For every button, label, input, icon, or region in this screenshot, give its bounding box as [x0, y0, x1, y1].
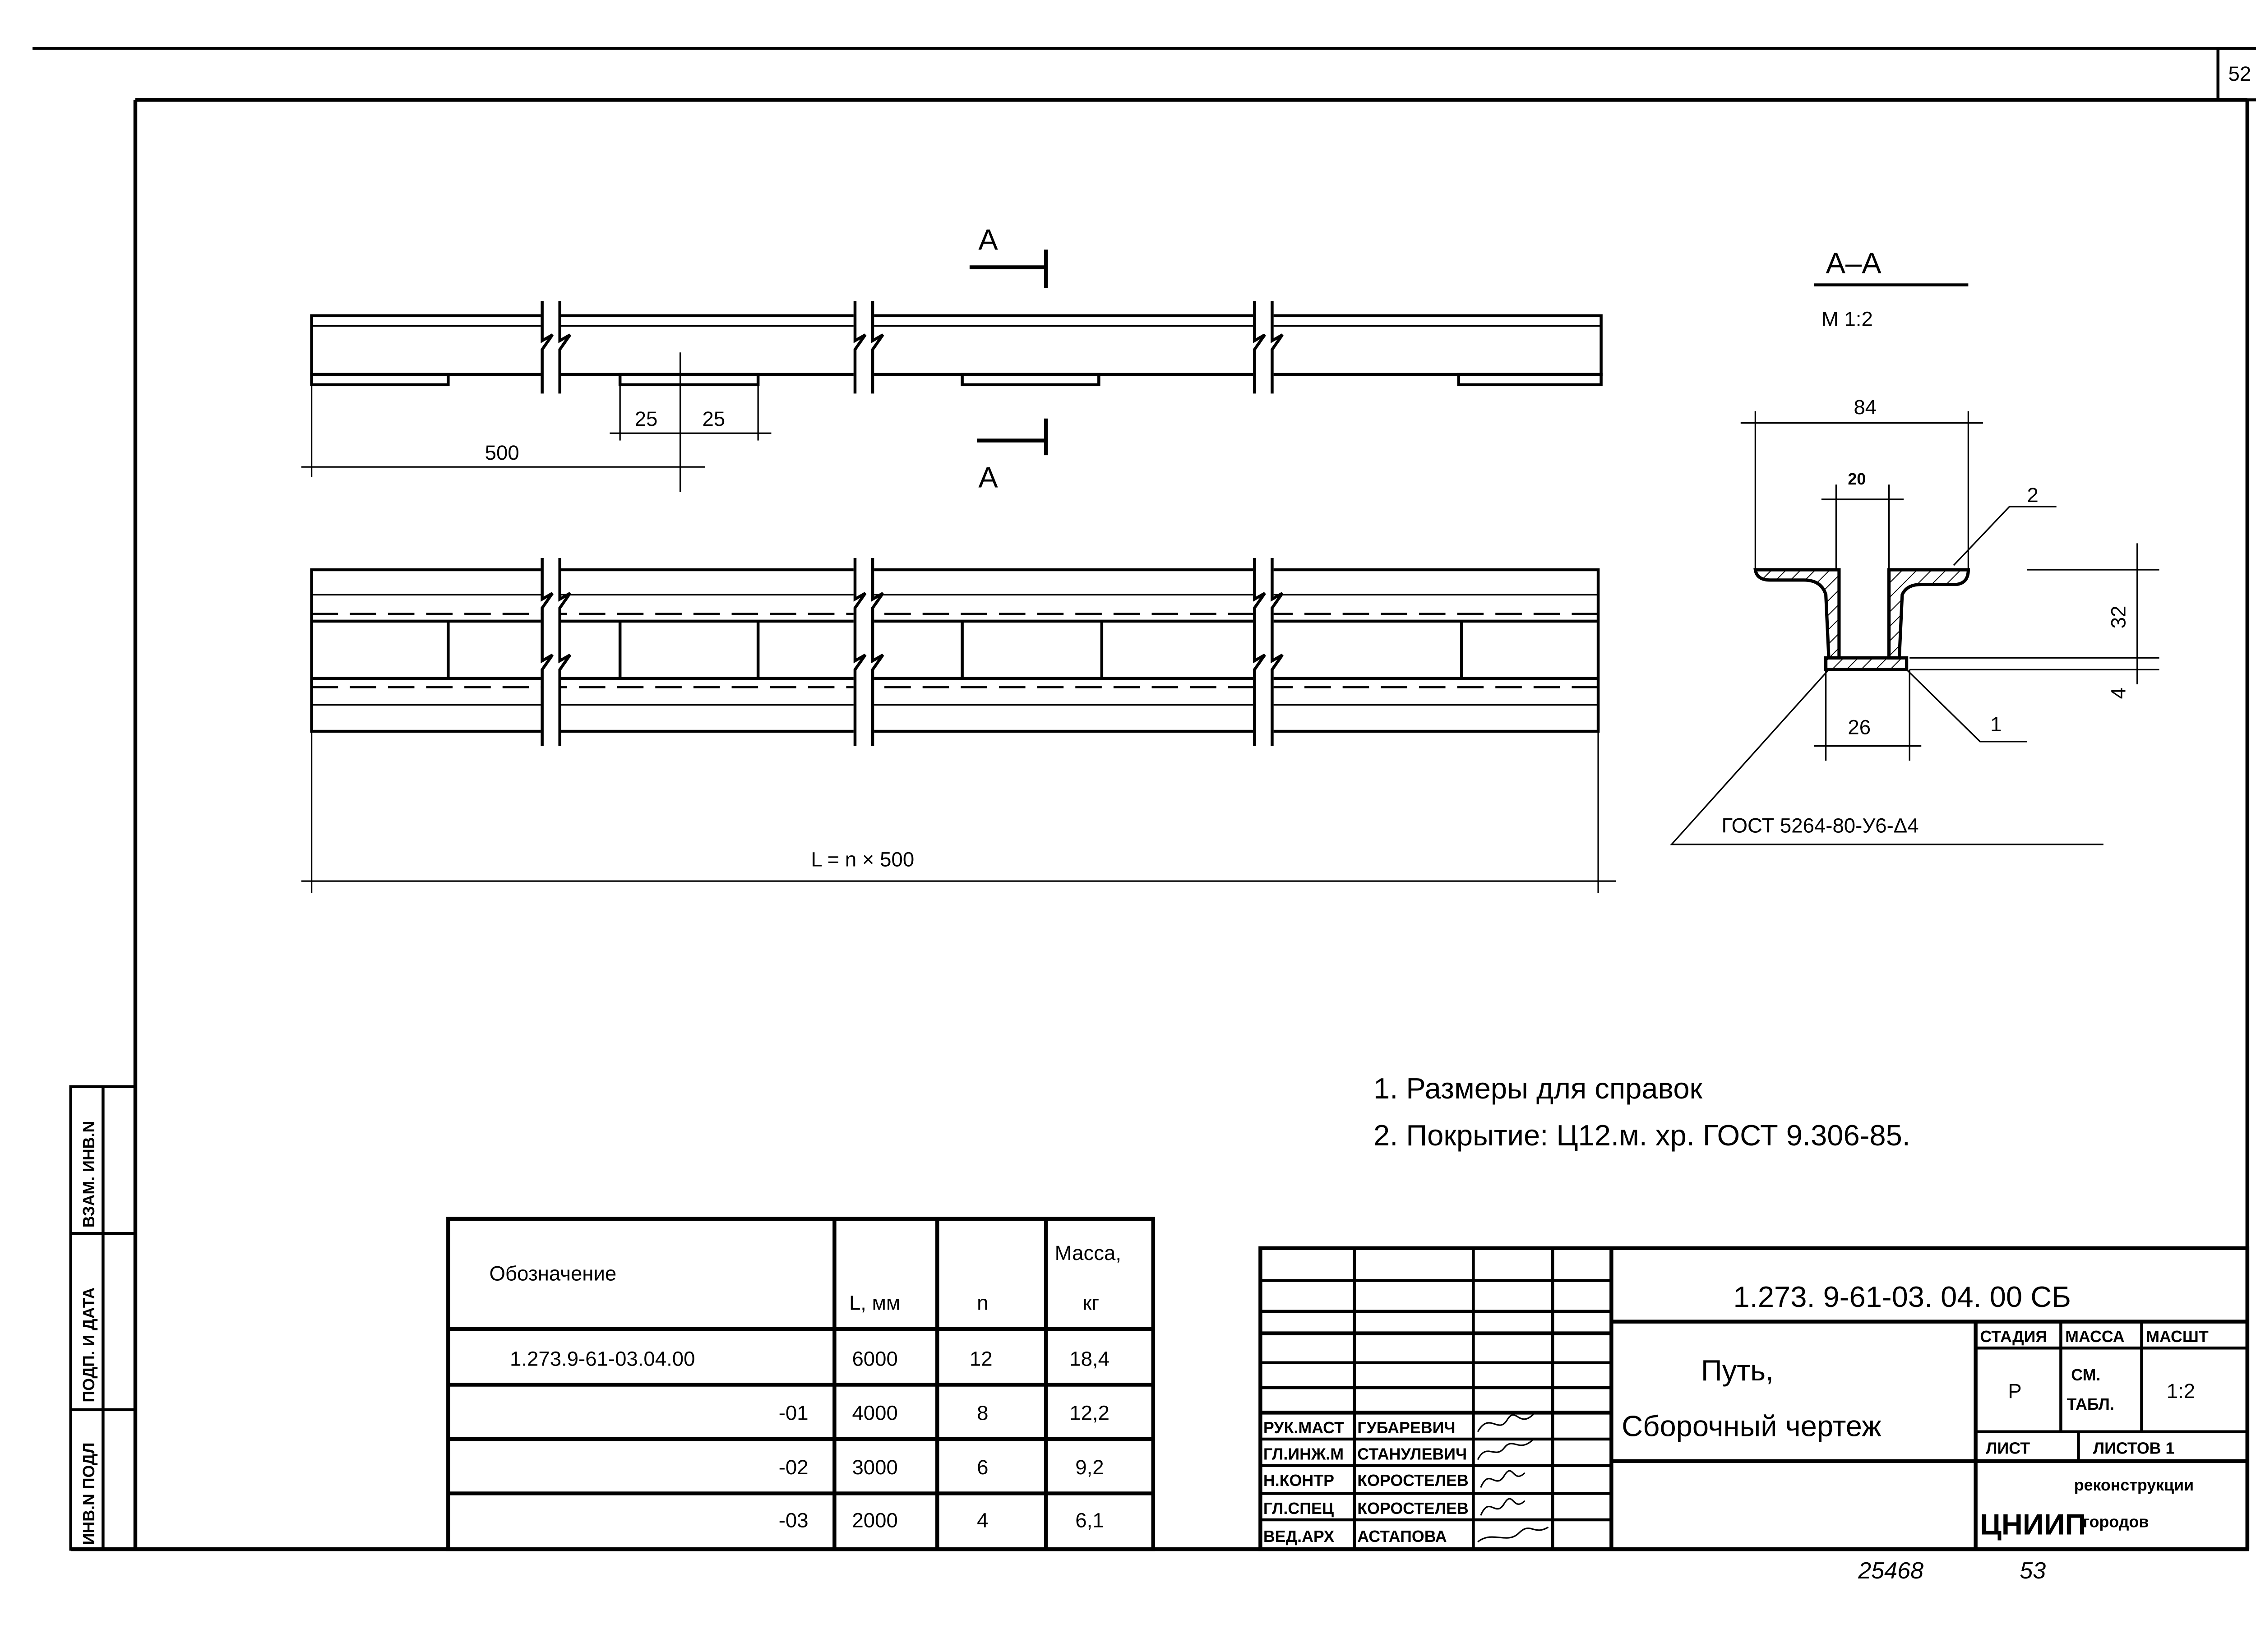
header-length: L, мм — [849, 1292, 900, 1315]
svg-text:-03: -03 — [779, 1509, 809, 1532]
table-row: -02 3000 6 9,2 — [779, 1456, 1104, 1479]
svg-text:6: 6 — [977, 1456, 988, 1479]
svg-text:ТАБЛ.: ТАБЛ. — [2066, 1395, 2114, 1413]
svg-text:ЛИСТОВ 1: ЛИСТОВ 1 — [2093, 1440, 2174, 1458]
sheet-number: 52 — [2228, 62, 2251, 85]
note-1: 1. Размеры для справок — [1373, 1072, 1703, 1105]
svg-text:ГЛ.СПЕЦ: ГЛ.СПЕЦ — [1263, 1500, 1334, 1518]
header-mass: Масса, — [1055, 1241, 1121, 1264]
break-marks — [541, 301, 1284, 394]
svg-text:84: 84 — [1854, 396, 1877, 419]
svg-text:КОРОСТЕЛЕВ: КОРОСТЕЛЕВ — [1357, 1500, 1469, 1518]
svg-text:20: 20 — [1848, 470, 1866, 488]
notes: 1. Размеры для справок 2. Покрытие: Ц12.… — [1373, 1072, 1910, 1152]
header-n: n — [977, 1292, 988, 1315]
svg-text:4000: 4000 — [852, 1402, 897, 1425]
svg-text:25: 25 — [702, 407, 725, 430]
svg-text:25: 25 — [635, 407, 658, 430]
svg-text:1: 1 — [1990, 713, 2002, 736]
svg-text:6000: 6000 — [852, 1347, 897, 1370]
svg-text:АСТАПОВА: АСТАПОВА — [1357, 1527, 1447, 1546]
stage-value: Р — [2008, 1380, 2021, 1403]
left-stamp: ИНВ.N ПОДЛ ПОДП. И ДАТА ВЗАМ. ИНВ.N — [69, 1085, 137, 1551]
svg-text:2000: 2000 — [852, 1509, 897, 1532]
svg-text:500: 500 — [485, 441, 519, 464]
dimension-500: 500 — [301, 352, 705, 492]
signature-rows: РУК.МАСТ ГУБАРЕВИЧ ГЛ.ИНЖ.М СТАНУЛЕВИЧ Н… — [1263, 1413, 1549, 1546]
table-row: -01 4000 8 12,2 — [779, 1402, 1110, 1425]
drawing-name-1: Путь, — [1701, 1354, 1774, 1387]
table-row: -03 2000 4 6,1 — [779, 1509, 1104, 1532]
handwritten-signatures — [1477, 1413, 1549, 1543]
svg-text:СТАДИЯ: СТАДИЯ — [1980, 1328, 2047, 1346]
section-a-a: А–А М 1:2 84 20 2 32 4 26 1 ГОСТ 5264-80… — [1670, 246, 2159, 845]
svg-text:реконструкции: реконструкции — [2074, 1476, 2194, 1494]
plan-view: L = n × 500 — [301, 558, 1616, 893]
svg-text:4: 4 — [977, 1509, 988, 1532]
svg-text:4: 4 — [2107, 688, 2130, 699]
bottom-tabs — [310, 373, 1603, 387]
section-scale: М 1:2 — [1821, 308, 1873, 331]
stamp-sign-date: ПОДП. И ДАТА — [80, 1287, 98, 1403]
spec-table: Обозначение L, мм n Масса, кг 1.273.9-61… — [446, 1217, 1156, 1551]
section-marker-top: А — [969, 223, 1048, 288]
drawing-designation: 1.273. 9-61-03. 04. 00 СБ — [1734, 1280, 2071, 1313]
weld-spec: ГОСТ 5264-80-У6-Δ4 — [1722, 814, 1919, 837]
header-designation: Обозначение — [489, 1262, 616, 1285]
svg-text:городов: городов — [2083, 1513, 2149, 1531]
svg-text:ГЛ.ИНЖ.М: ГЛ.ИНЖ.М — [1263, 1445, 1344, 1463]
base-plate — [1824, 656, 1909, 671]
svg-text:А: А — [978, 461, 998, 494]
length-dimension: L = n × 500 — [301, 731, 1616, 893]
break-marks — [541, 558, 1284, 746]
svg-text:МАССА: МАССА — [2065, 1328, 2124, 1346]
svg-text:3000: 3000 — [852, 1456, 897, 1479]
organization-abbr: ЦНИИП — [1980, 1508, 2086, 1541]
svg-text:ЛИСТ: ЛИСТ — [1986, 1440, 2030, 1458]
svg-text:8: 8 — [977, 1402, 988, 1425]
svg-text:ВЕД.АРХ: ВЕД.АРХ — [1263, 1527, 1335, 1546]
svg-text:32: 32 — [2107, 606, 2130, 629]
page-number: 53 — [2020, 1558, 2046, 1584]
sheet-frame — [32, 47, 2256, 1551]
inventory-number: 25468 — [1858, 1558, 1923, 1584]
svg-text:МАСШТ: МАСШТ — [2146, 1328, 2209, 1346]
svg-text:Н.КОНТР: Н.КОНТР — [1263, 1472, 1334, 1490]
svg-text:6,1: 6,1 — [1075, 1509, 1104, 1532]
table-row: 1.273.9-61-03.04.00 6000 12 18,4 — [510, 1347, 1110, 1370]
svg-text:12,2: 12,2 — [1069, 1402, 1110, 1425]
note-2: 2. Покрытие: Ц12.м. хр. ГОСТ 9.306-85. — [1373, 1119, 1910, 1152]
svg-text:СМ.: СМ. — [2071, 1366, 2100, 1384]
stamp-inv-number: ИНВ.N ПОДЛ — [80, 1442, 98, 1545]
svg-text:РУК.МАСТ: РУК.МАСТ — [1263, 1419, 1344, 1437]
scale-value: 1:2 — [2167, 1380, 2195, 1403]
side-view: А А 500 25 25 — [301, 223, 1603, 494]
svg-text:2: 2 — [2027, 484, 2039, 507]
svg-text:ГУБАРЕВИЧ: ГУБАРЕВИЧ — [1357, 1419, 1455, 1437]
title-block: РУК.МАСТ ГУБАРЕВИЧ ГЛ.ИНЖ.М СТАНУЛЕВИЧ Н… — [1258, 1246, 2250, 1551]
svg-text:18,4: 18,4 — [1069, 1347, 1110, 1370]
stamp-replace-inv: ВЗАМ. ИНВ.N — [80, 1121, 98, 1228]
svg-text:-02: -02 — [779, 1456, 809, 1479]
svg-text:КОРОСТЕЛЕВ: КОРОСТЕЛЕВ — [1357, 1472, 1469, 1490]
svg-text:9,2: 9,2 — [1075, 1456, 1104, 1479]
header-mass-unit: кг — [1083, 1292, 1100, 1315]
svg-text:L = n × 500: L = n × 500 — [811, 848, 914, 871]
svg-text:СТАНУЛЕВИЧ: СТАНУЛЕВИЧ — [1357, 1445, 1467, 1463]
svg-text:1.273.9-61-03.04.00: 1.273.9-61-03.04.00 — [510, 1347, 695, 1370]
svg-text:-01: -01 — [779, 1402, 809, 1425]
section-marker-bottom: А — [977, 418, 1048, 494]
svg-text:А: А — [978, 223, 998, 256]
revision-rows — [1260, 1279, 1612, 1522]
dimension-25-25: 25 25 — [610, 384, 772, 441]
svg-text:26: 26 — [1848, 716, 1871, 739]
drawing-name-2: Сборочный чертеж — [1622, 1409, 1882, 1442]
profile — [1753, 568, 1970, 660]
section-title: А–А — [1826, 246, 1882, 279]
partitions — [447, 621, 1463, 678]
svg-text:12: 12 — [970, 1347, 993, 1370]
